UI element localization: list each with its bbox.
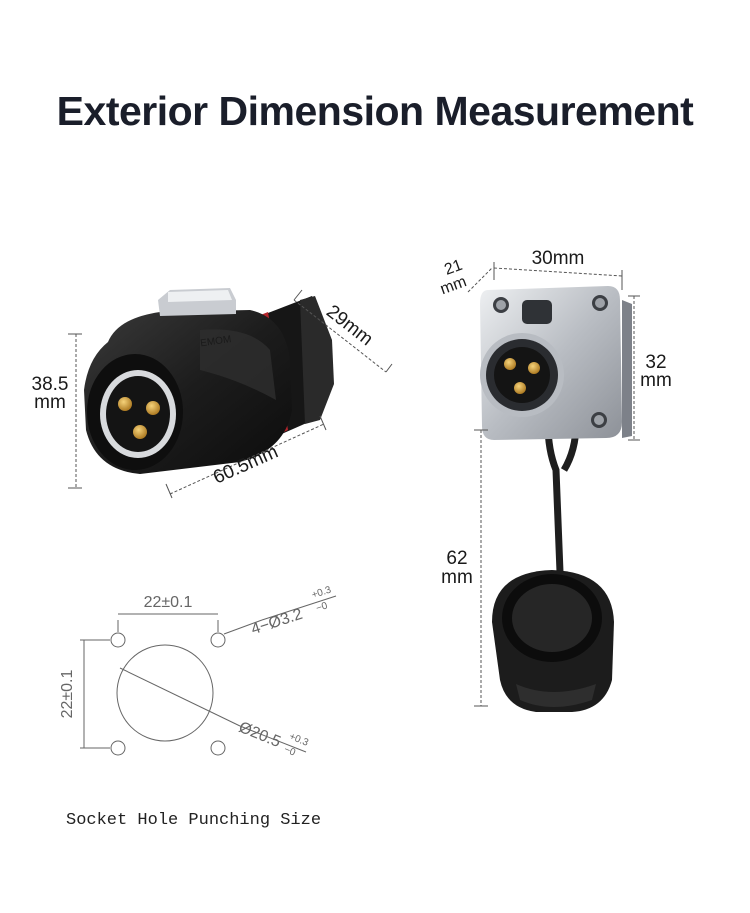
page-title: Exterior Dimension Measurement <box>56 88 694 134</box>
hole-spacing-x-label: 22±0.1 <box>144 594 193 611</box>
socket-height-value: 32 <box>645 352 666 373</box>
plug-height-unit: mm <box>34 392 66 413</box>
socket-cable-value: 62 <box>446 548 467 569</box>
socket-cable-dimension: 62 mm <box>441 429 488 707</box>
panel-cutout-drawing <box>80 595 337 756</box>
plug-height-dimension: 38.5 mm <box>32 333 82 489</box>
mount-hole-label: 4−Ø3.2 <box>249 606 305 639</box>
socket-cable-unit: mm <box>441 567 473 588</box>
socket-height-dimension: 32 mm <box>628 295 672 441</box>
center-hole-annotation: Ø20.5 +0.3 −0 <box>236 719 310 759</box>
socket-depth-value: 21 <box>442 257 465 279</box>
mount-hole-tol-plus: +0.3 <box>310 584 333 601</box>
socket-width-dimension: 30mm <box>493 248 623 290</box>
mount-hole-tol-minus: −0 <box>315 600 330 614</box>
center-hole-tol-minus: −0 <box>282 744 297 759</box>
socket-depth-unit: mm <box>438 273 469 298</box>
hole-spacing-y-label: 22±0.1 <box>59 669 76 718</box>
plug-connector-image: EMOM <box>84 288 334 474</box>
cutout-caption: Socket Hole Punching Size <box>66 811 322 830</box>
socket-height-unit: mm <box>640 370 672 391</box>
socket-connector-image <box>480 286 632 712</box>
brand-mark: EMOM <box>200 334 232 349</box>
plug-height-value: 38.5 <box>32 374 69 395</box>
mount-hole-annotation: 4−Ø3.2 +0.3 −0 <box>249 584 333 639</box>
socket-width-label: 30mm <box>532 248 585 269</box>
center-hole-label: Ø20.5 <box>236 719 283 751</box>
